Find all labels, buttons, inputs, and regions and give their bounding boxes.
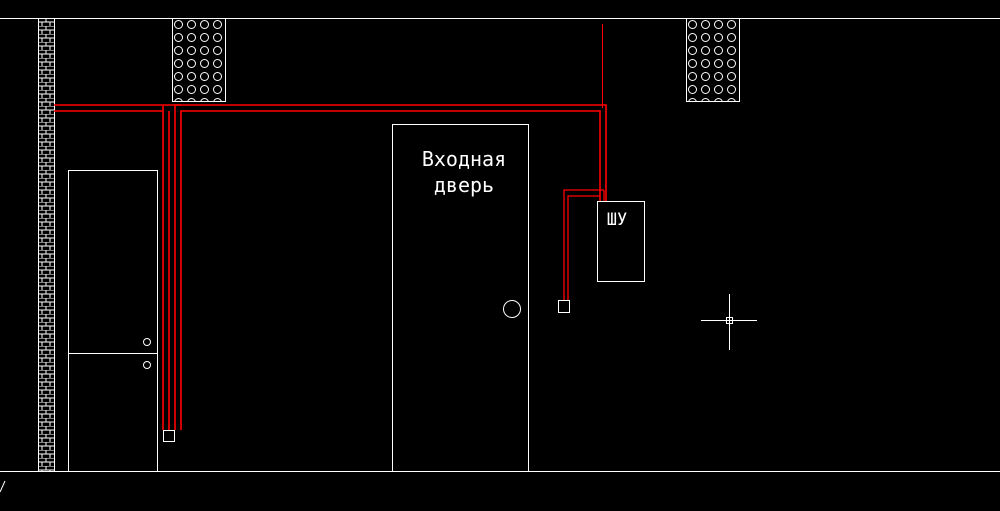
ucs-axis-icon <box>0 480 6 493</box>
control-panel-label: ШУ <box>607 210 627 230</box>
brick-wall <box>38 18 55 472</box>
entrance-door <box>392 124 529 472</box>
door-label-line2: дверь <box>434 173 494 197</box>
interior-door-knob-upper <box>143 338 151 346</box>
ceiling-vent-left <box>172 18 226 102</box>
ceiling-vent-right <box>686 18 740 102</box>
door-label-line1: Входная <box>422 147 506 171</box>
crosshair-cursor-icon <box>701 294 757 350</box>
entrance-door-handle <box>503 300 521 318</box>
wiring-run <box>54 104 607 430</box>
interior-door <box>68 170 158 472</box>
interior-door-knob-lower <box>143 361 151 369</box>
control-panel-box <box>597 201 645 282</box>
switch-box-left <box>163 430 175 442</box>
wiring-drop <box>563 189 605 300</box>
switch-box-right <box>558 300 570 313</box>
